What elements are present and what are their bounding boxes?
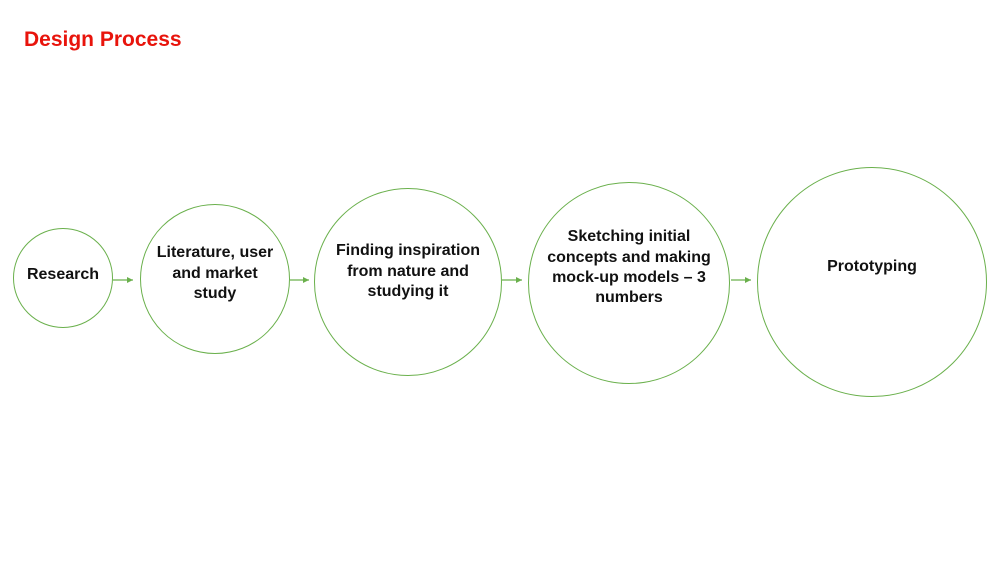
page-title: Design Process [24,28,182,51]
step-literature-study: Literature, user and market study [140,204,290,354]
step-label: Research [26,265,100,283]
step-sketching-concepts: Sketching initial concepts and making mo… [528,182,730,384]
step-prototyping: Prototyping [757,167,987,397]
step-label: Prototyping [827,257,917,275]
step-label: Literature, user and market study [156,244,274,303]
step-research: Research [13,228,113,328]
step-finding-inspiration: Finding inspiration from nature and stud… [314,188,502,376]
step-label: Sketching initial concepts and making mo… [547,228,711,307]
step-label: Finding inspiration from nature and stud… [336,242,480,301]
